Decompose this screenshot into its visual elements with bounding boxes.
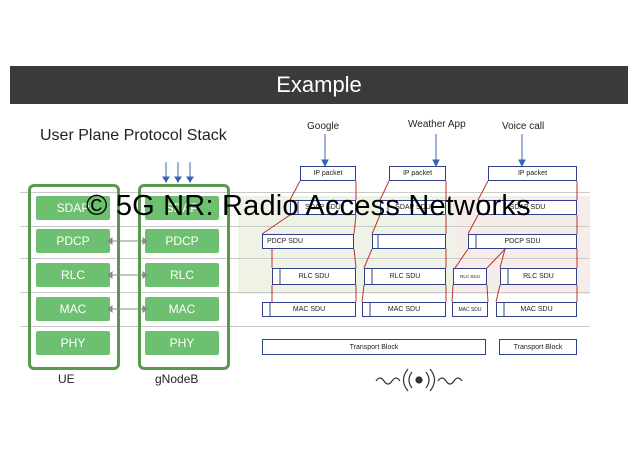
ue-layer-rlc: RLC — [36, 263, 110, 287]
title-bar: Example — [10, 66, 628, 104]
ip-packet-box: IP packet — [389, 166, 446, 181]
pdcp-sdu-label: PDCP SDU — [267, 238, 304, 245]
lane-divider — [20, 292, 590, 293]
app-label-voice: Voice call — [502, 121, 545, 132]
ue-label: UE — [58, 372, 75, 386]
pdcp-sdu-box: PDCP SDU — [262, 234, 354, 249]
mac-sdu-box: MAC SDU — [262, 302, 356, 317]
transport-block-box: Transport Block — [499, 339, 577, 355]
sdap-sdu-box: SDAP SDU — [290, 200, 356, 215]
app-label-weather: Weather App — [408, 119, 466, 130]
ue-layer-phy: PHY — [36, 331, 110, 355]
ue-layer-mac: MAC — [36, 297, 110, 321]
pdcp-sdu-box — [372, 234, 446, 249]
lane-divider — [20, 326, 590, 327]
ip-packet-box: IP packet — [300, 166, 356, 181]
sdap-sdu-box: SDAP SDU — [380, 200, 446, 215]
mac-sdu-box: MAC SDU — [362, 302, 446, 317]
gnb-layer-rlc: RLC — [145, 263, 219, 287]
pdcp-sdu-box: PDCP SDU — [468, 234, 577, 249]
rlc-sdu-box: RLC SDU — [500, 268, 577, 285]
radio-wave-icon — [375, 368, 463, 392]
app-label-google: Google — [307, 121, 340, 132]
ue-layer-sdap: SDAP — [36, 196, 110, 220]
gnb-layer-pdcp: PDCP — [145, 229, 219, 253]
rlc-sdu-small-box: RLC SDU — [453, 268, 487, 285]
rlc-sdu-box: RLC SDU — [364, 268, 446, 285]
mac-sdu-box: MAC SDU — [452, 302, 488, 317]
gnb-layer-mac: MAC — [145, 297, 219, 321]
page-title: Example — [276, 72, 362, 97]
ue-stack-frame — [28, 184, 120, 370]
transport-block-box: Transport Block — [262, 339, 486, 355]
mac-sdu-box: MAC SDU — [496, 302, 577, 317]
watermark: © 5G NR: Radio Access Networks — [86, 190, 531, 222]
gnb-layer-sdap: SDAP — [145, 196, 219, 220]
ip-packet-box: IP packet — [488, 166, 577, 181]
sdap-sdu-box: SDAP SDU — [478, 200, 577, 215]
lane-divider — [20, 258, 590, 259]
lane-divider — [20, 192, 590, 193]
subtitle: User Plane Protocol Stack — [40, 127, 227, 144]
ue-layer-pdcp: PDCP — [36, 229, 110, 253]
lane-divider — [20, 226, 590, 227]
gnb-layer-phy: PHY — [145, 331, 219, 355]
rlc-sdu-box: RLC SDU — [272, 268, 356, 285]
gnb-stack-frame — [138, 184, 230, 370]
gnb-label: gNodeB — [155, 372, 199, 386]
